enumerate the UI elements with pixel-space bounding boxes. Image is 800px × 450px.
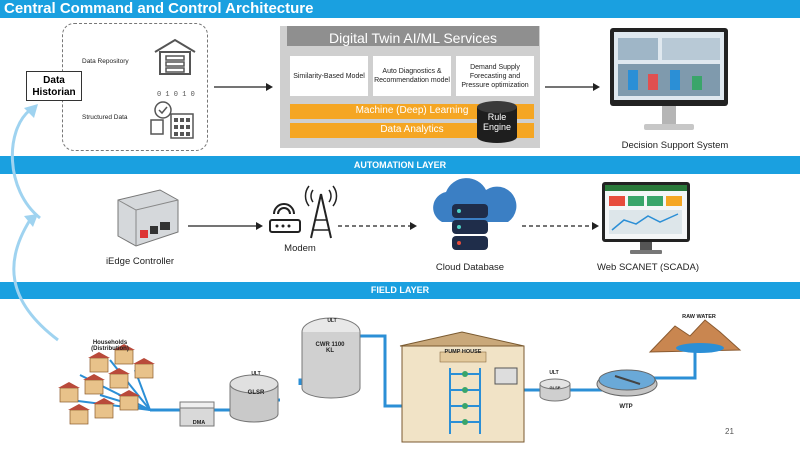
field-layer-diagram — [58, 317, 742, 443]
similarity-model-card: Similarity-Based Model — [290, 56, 368, 96]
cloud-database-icon — [433, 178, 517, 250]
data-repository-label: Data Repository — [82, 58, 129, 65]
demand-forecasting-label: Demand Supply Forecasting and Pressure o… — [461, 63, 529, 89]
cloud-database-label: Cloud Database — [435, 262, 505, 273]
cwr-label: CWR 1100 KL — [315, 342, 345, 354]
modem-label: Modem — [284, 243, 316, 254]
svg-text:0 1 0 1 0: 0 1 0 1 0 — [157, 91, 195, 99]
households-label: Households (Distribution) — [91, 340, 129, 352]
data-repository-icon — [154, 38, 196, 75]
scada-label: Web SCANET (SCADA) — [596, 262, 700, 273]
structured-data-label: Structured Data — [82, 114, 128, 121]
arrow-historian-to-twin — [214, 83, 273, 91]
auto-diagnostics-label: Auto Diagnostics & Recommendation model — [374, 68, 450, 84]
glsp-label: GLSP — [549, 385, 561, 390]
wtp-label: WTP — [619, 404, 633, 410]
feedback-arrows — [10, 104, 59, 342]
automation-layer-bar: AUTOMATION LAYER — [0, 156, 800, 174]
decision-support-monitor-icon — [610, 28, 728, 130]
structured-data-icon: 0 1 0 1 0 — [150, 91, 195, 139]
data-historian-label: Data Historian — [32, 75, 76, 98]
raw-water-label: RAW WATER — [682, 314, 716, 320]
rule-engine-database-icon — [477, 101, 517, 143]
similarity-model-label: Similarity-Based Model — [293, 72, 365, 80]
iedge-controller-label: iEdge Controller — [105, 256, 175, 267]
iedge-controller-icon — [117, 189, 179, 247]
glsr-ult-label: ULT — [251, 371, 261, 377]
modem-icon — [269, 185, 338, 239]
data-analytics-label: Data Analytics — [380, 124, 444, 135]
dma-label: DMA — [192, 420, 206, 426]
data-historian-box: Data Historian — [26, 71, 82, 101]
arrow-twin-to-dss — [545, 83, 600, 91]
data-analytics-bar: Data Analytics — [290, 123, 534, 138]
machine-learning-bar: Machine (Deep) Learning — [290, 104, 534, 119]
glsp-ult-label: ULT — [549, 370, 559, 376]
arrow-modem-to-cloud — [338, 222, 417, 230]
rule-engine-label: Rule Engine — [482, 112, 512, 132]
demand-forecasting-card: Demand Supply Forecasting and Pressure o… — [456, 56, 534, 96]
arrow-cloud-to-scada — [522, 222, 599, 230]
digital-twin-header — [287, 26, 539, 46]
page-number: 21 — [725, 427, 734, 436]
arrow-iedge-to-modem — [188, 222, 263, 230]
auto-diagnostics-card: Auto Diagnostics & Recommendation model — [373, 56, 451, 96]
glsr-label: GLSR — [247, 390, 265, 396]
automation-layer-label: AUTOMATION LAYER — [353, 160, 447, 170]
field-layer-label: FIELD LAYER — [370, 285, 430, 295]
scada-monitor-icon — [602, 182, 690, 254]
decision-support-label: Decision Support System — [621, 140, 729, 151]
machine-learning-label: Machine (Deep) Learning — [355, 105, 469, 116]
digital-twin-title: Digital Twin AI/ML Services — [328, 30, 498, 46]
pump-house-label: PUMP HOUSE — [444, 349, 482, 355]
cwr-ult-label: ULT — [327, 318, 337, 324]
page-title: Central Command and Control Architecture — [0, 0, 800, 18]
field-layer-bar: FIELD LAYER — [0, 282, 800, 299]
